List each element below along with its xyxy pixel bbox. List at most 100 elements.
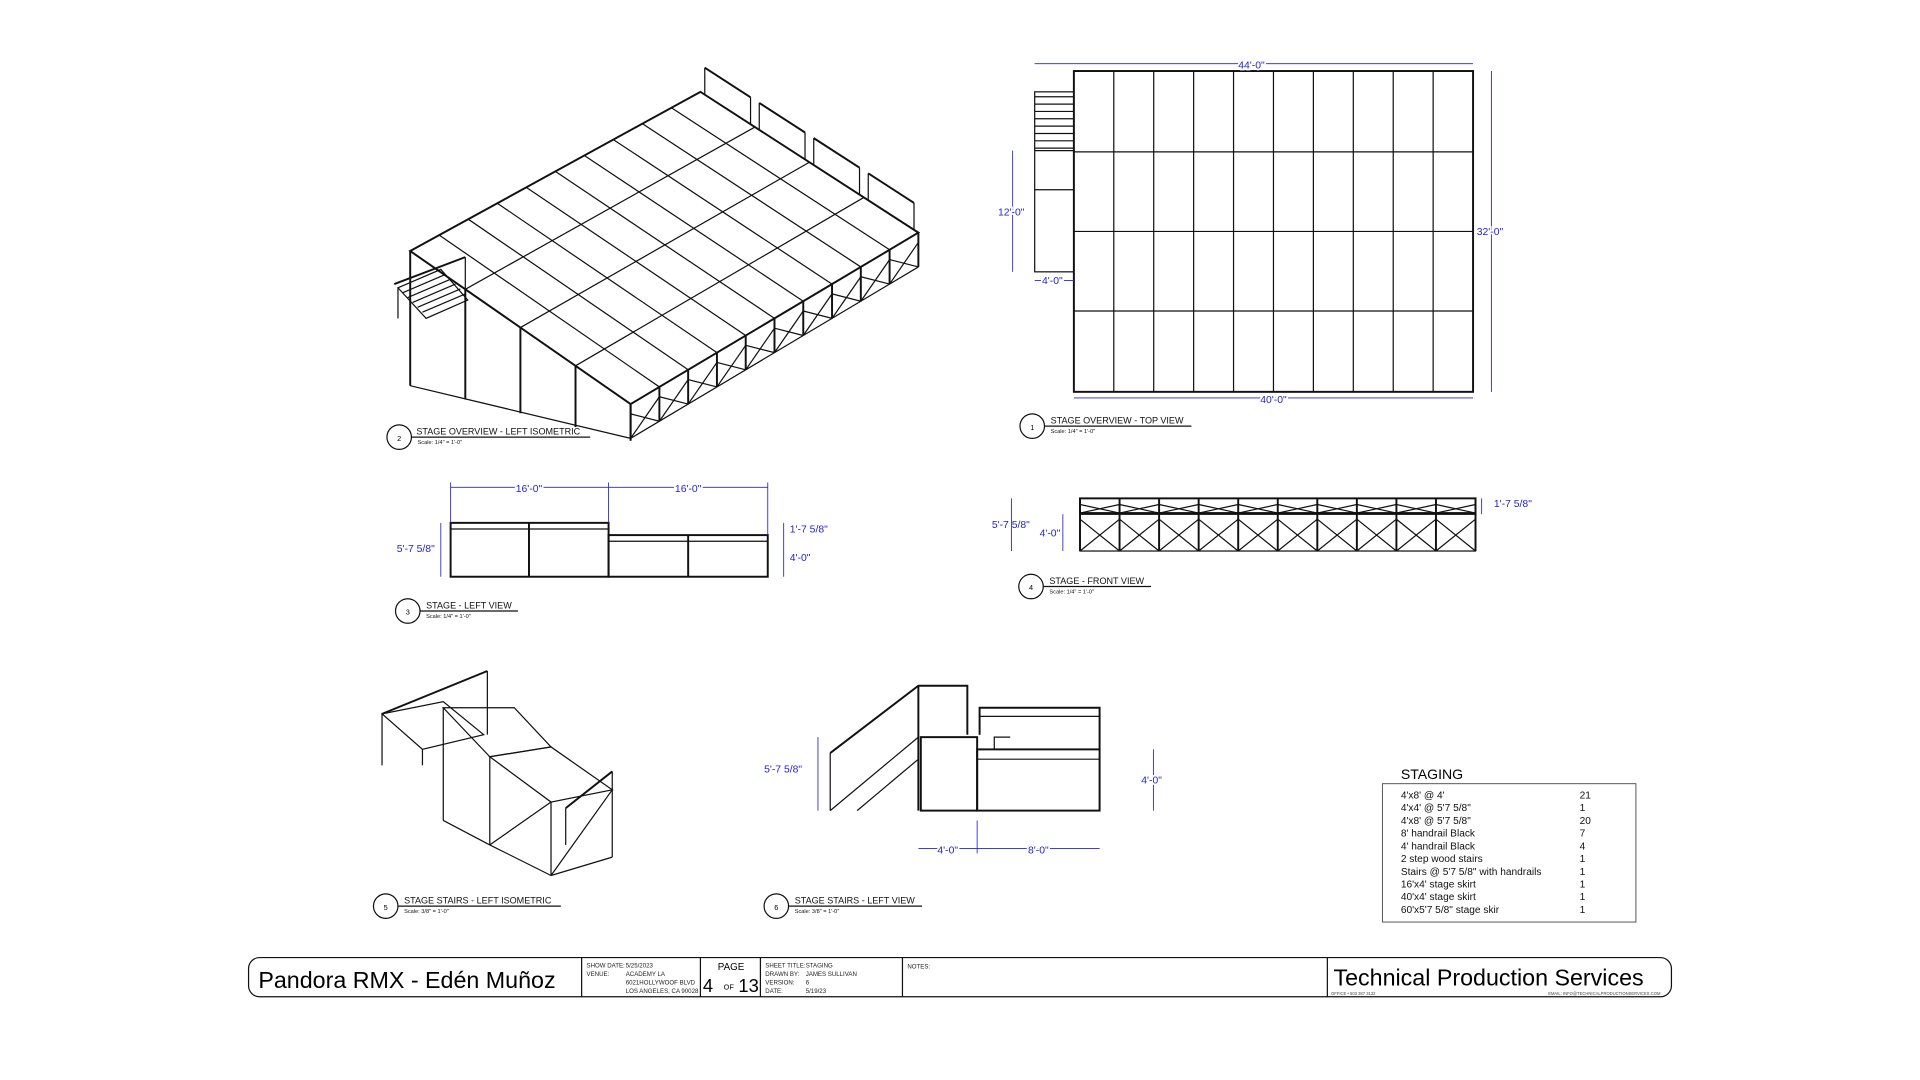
cross-brace	[1277, 503, 1318, 514]
staging-qty: 20	[1580, 816, 1592, 827]
stairs-left-view-drawing	[829, 684, 1101, 812]
cross-brace	[831, 276, 862, 319]
view-label-6: 6 STAGE STAIRS - LEFT VIEW Scale: 3/8" =…	[763, 893, 923, 919]
venue-name: ACADEMY LA	[626, 971, 666, 978]
sheet-title-label: SHEET TITLE:	[765, 962, 805, 969]
dimension-stairs-width-a: 4'-0"	[937, 845, 958, 856]
cross-brace	[1356, 518, 1397, 552]
version-label: VERSION:	[765, 979, 794, 986]
deck-seam	[575, 196, 865, 367]
view-title: STAGE - LEFT VIEW	[426, 601, 512, 611]
left-view-dimensions: 16'-0" 16'-0" 5'-7 5/8" 1'-7 5/8" 4'-0"	[397, 482, 828, 577]
cross-brace	[1238, 503, 1278, 514]
view-label-2: 2 STAGE OVERVIEW - LEFT ISOMETRIC Scale:…	[386, 424, 591, 450]
dimension-top-width: 44'-0"	[1238, 61, 1265, 72]
stair-tread	[412, 283, 456, 304]
project-title: Pandora RMX - Edén Muñoz	[258, 967, 555, 993]
view-scale: Scale: 1/4" = 1'-0"	[1049, 589, 1094, 595]
view-label-5: 5 STAGE STAIRS - LEFT ISOMETRIC Scale: 3…	[372, 893, 561, 919]
staging-qty: 1	[1580, 892, 1586, 903]
dimension-left-height: 5'-7 5/8"	[397, 544, 435, 555]
top-view-dimensions: 44'-0" 40'-0" 32'-0" 12'-0" 4'-0"	[996, 59, 1505, 408]
upper-landing	[919, 736, 979, 812]
page-label: PAGE	[718, 962, 745, 973]
cross-brace	[1237, 518, 1279, 552]
cross-brace	[1435, 503, 1476, 514]
dimension-bottom-width: 40'-0"	[1260, 395, 1287, 406]
staging-row: 4'x8' @ 5'7 5/8"20	[1401, 816, 1591, 827]
view-title: STAGE - FRONT VIEW	[1049, 576, 1144, 586]
staging-qty: 1	[1580, 867, 1586, 878]
cross-brace	[1316, 518, 1358, 552]
title-block: Pandora RMX - Edén Muñoz SHOW DATE: 5/25…	[247, 956, 1673, 998]
cross-brace	[1079, 503, 1120, 514]
staging-row: 4'x4' @ 5'7 5/8"1	[1401, 803, 1586, 814]
dimension-front-height: 5'-7 5/8"	[992, 520, 1030, 531]
dimension-stairs-width-b: 8'-0"	[1028, 845, 1049, 856]
cross-brace	[630, 396, 660, 439]
handrail	[704, 66, 752, 99]
cross-brace	[658, 379, 689, 422]
page-total: 13	[738, 975, 758, 996]
platform-handrail	[565, 770, 613, 809]
view-scale: Scale: 1/4" = 1'-0"	[1051, 429, 1096, 435]
cross-brace	[716, 344, 747, 388]
handrail	[758, 102, 806, 134]
cross-brace	[1396, 518, 1437, 552]
cross-brace	[550, 789, 613, 876]
cross-brace	[745, 327, 775, 371]
staging-qty: 1	[1580, 803, 1586, 814]
staging-table: STAGING 4'x8' @ 4'214'x4' @ 5'7 5/8"14'x…	[1381, 766, 1637, 923]
cross-brace	[1198, 518, 1239, 552]
base-rail	[489, 844, 552, 877]
staging-qty: 1	[1580, 880, 1586, 891]
company-email: EMAIL: INFO@TECHNICALPRODUCTIONSERVICES.…	[1548, 991, 1661, 996]
base-rail	[442, 819, 491, 846]
drawn-by-label: DRAWN BY:	[765, 971, 799, 978]
view-title: STAGE OVERVIEW - LEFT ISOMETRIC	[416, 427, 580, 437]
stair-handrail	[829, 684, 969, 754]
cross-brace	[889, 242, 919, 285]
stage-front-view-drawing	[1079, 497, 1477, 552]
office-phone: OFFICE • 503 387 3132	[1331, 991, 1376, 996]
view-scale: Scale: 1/4" = 1'-0"	[426, 614, 471, 620]
platform-handrail	[978, 706, 1101, 750]
stairs-outline	[1034, 91, 1075, 273]
cross-brace	[860, 259, 891, 302]
dimension-left-lower: 16'-0"	[675, 484, 702, 495]
page-number: 4	[703, 975, 713, 996]
date: 5/19/23	[806, 988, 827, 995]
staging-qty: 1	[1580, 905, 1586, 916]
front-view-dimensions: 5'-7 5/8" 4'-0" 1'-7 5/8"	[992, 498, 1532, 552]
stairs-isometric-drawing	[380, 670, 614, 877]
cross-brace	[1396, 503, 1437, 514]
dimension-front-low-height: 4'-0"	[1040, 528, 1061, 539]
view-number: 2	[397, 434, 401, 443]
stair-run	[380, 700, 486, 751]
cross-brace	[1079, 518, 1120, 552]
cross-brace	[1119, 503, 1160, 514]
cross-brace	[802, 293, 833, 336]
lower-platform	[976, 748, 1101, 812]
cross-brace	[489, 801, 552, 846]
view-scale: Scale: 1/4" = 1'-0"	[418, 440, 463, 446]
handrail	[813, 137, 861, 169]
view-number: 6	[774, 903, 778, 912]
view-number: 5	[384, 903, 388, 912]
venue-city: LOS ANGELES, CA 90028	[626, 988, 699, 995]
view-number: 3	[406, 608, 410, 617]
view-title: STAGE STAIRS - LEFT ISOMETRIC	[404, 896, 552, 906]
cross-brace	[1158, 518, 1200, 552]
view-label-3: 3 STAGE - LEFT VIEW Scale: 1/4" = 1'-0"	[394, 598, 518, 624]
drawn-by: JAMES SULLIVAN	[806, 971, 857, 978]
stair-handrail	[381, 670, 488, 715]
venue-address: 6021HOLLYWOOF BLVD	[626, 979, 696, 986]
base-rail	[630, 266, 919, 439]
show-date-label: SHOW DATE:	[587, 962, 626, 969]
notes-label: NOTES:	[907, 964, 930, 971]
